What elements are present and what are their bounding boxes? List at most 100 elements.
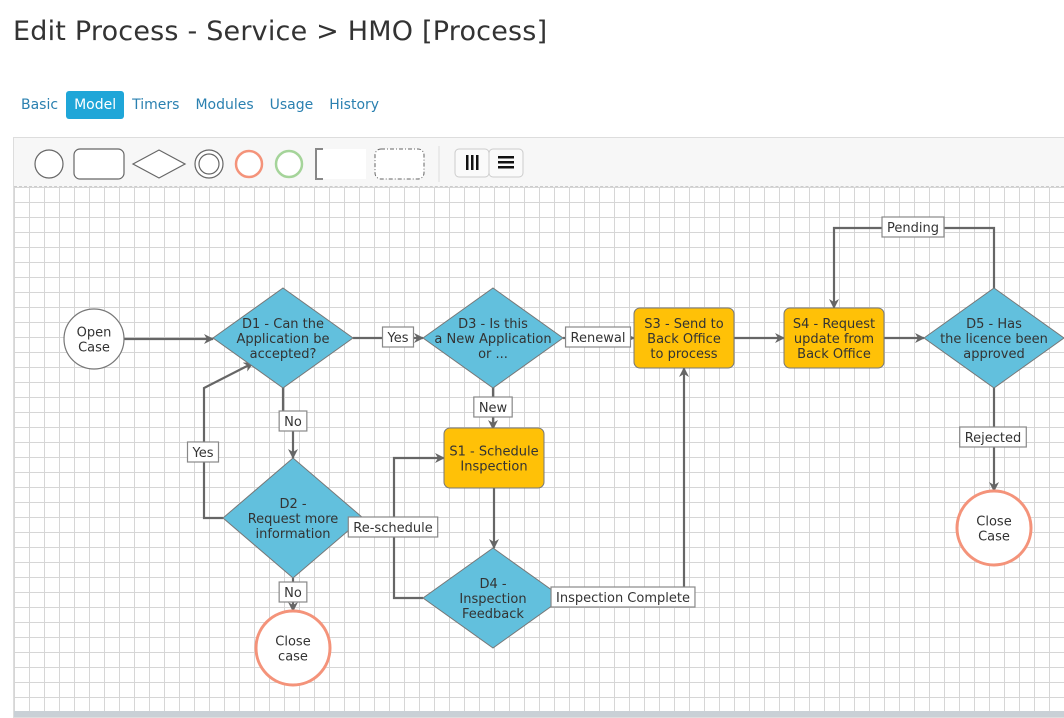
edge-label-text: Yes (387, 331, 409, 346)
tab-usage[interactable]: Usage (269, 97, 314, 113)
start-event-circle-icon[interactable] (34, 149, 64, 179)
edge-label-d5-s4[interactable]: Pending (881, 216, 945, 238)
shape-palette (14, 138, 1064, 187)
node-label-line: Inspection (460, 460, 527, 475)
horizontal-layout-icon[interactable] (488, 148, 524, 178)
edge-label-d2-close1[interactable]: No (278, 581, 308, 603)
edge-label-box (473, 396, 513, 418)
edge-label-box (881, 216, 945, 238)
node-label-line: S4 - Request (793, 317, 875, 332)
edge-label-text: Pending (887, 221, 939, 236)
node-label-line: D1 - Can the (242, 317, 324, 332)
edge-label-d5-close2[interactable]: Rejected (959, 426, 1027, 448)
edge-label-d1-d2[interactable]: No (278, 410, 308, 432)
decision-shape (212, 287, 354, 389)
group-icon[interactable] (374, 148, 425, 180)
node-label-line: case (278, 650, 308, 665)
edge-label-box (278, 581, 308, 603)
node-label-line: update from (794, 332, 874, 347)
edge-label-text: Re-schedule (353, 521, 432, 536)
start-event-shape (63, 308, 125, 370)
node-label-line: information (255, 527, 330, 542)
node-label-line: Back Office (647, 332, 721, 347)
tab-model[interactable]: Model (66, 91, 125, 119)
end-event-icon[interactable] (234, 149, 264, 179)
task-shape (443, 427, 545, 489)
edge-label-d3-s3[interactable]: Renewal (564, 326, 632, 348)
edge-label-text: Renewal (571, 331, 626, 346)
node-label-line: Case (978, 530, 1010, 545)
edge-label-box (186, 441, 220, 463)
tab-basic[interactable]: Basic (21, 97, 59, 113)
node-label-line: D3 - Is this (458, 317, 528, 332)
edge-label-box (550, 586, 696, 608)
edge-label-text: New (479, 401, 508, 416)
node-label-line: Request more (248, 512, 339, 527)
node-label-line: S1 - Schedule (449, 445, 538, 460)
tab-modules[interactable]: Modules (195, 97, 254, 113)
edge-label-box (381, 326, 415, 348)
edge-label-text: Yes (192, 446, 214, 461)
edge-d5-s4[interactable] (829, 226, 996, 309)
intermediate-event-icon[interactable] (194, 149, 224, 179)
edge-d4-s3[interactable] (563, 367, 689, 600)
node-label-line: or ... (478, 347, 508, 362)
end-event-shape (955, 489, 1033, 567)
decision-shape (923, 287, 1064, 389)
node-label-line: Feedback (462, 607, 524, 622)
task-shape (783, 307, 885, 369)
decision-shape (422, 287, 564, 389)
node-label-line: Open (77, 326, 112, 341)
node-label-line: the licence been (940, 332, 1048, 347)
edge-label-box (959, 426, 1027, 448)
edge-label-box (347, 516, 439, 538)
task-rect-icon[interactable] (73, 148, 125, 180)
edge-label-d4-s3[interactable]: Inspection Complete (550, 586, 696, 608)
node-label-line: Close (976, 515, 1011, 530)
edge-label-box (564, 326, 632, 348)
node-label-line: Inspection (459, 592, 526, 607)
edge-label-d4-s1[interactable]: Re-schedule (347, 516, 439, 538)
tab-history[interactable]: History (329, 97, 380, 113)
tab-bar: Basic Model Timers Modules Usage History (13, 91, 387, 119)
start-event-green-icon[interactable] (274, 149, 304, 179)
node-label-line: D5 - Has (966, 317, 1022, 332)
node-label-line: S3 - Send to (644, 317, 723, 332)
node-label-line: approved (963, 347, 1024, 362)
edge-label-d3-s1[interactable]: New (473, 396, 513, 418)
horizontal-scrollbar[interactable] (14, 711, 1064, 717)
node-label-line: Close (275, 635, 310, 650)
edge-label-text: No (284, 415, 302, 430)
node-label-line: Application be (236, 332, 329, 347)
gateway-diamond-icon[interactable] (131, 149, 187, 179)
node-label-line: a New Application (434, 332, 551, 347)
edge-label-box (278, 410, 308, 432)
node-label-line: D4 - (479, 577, 506, 592)
task-shape (633, 307, 735, 369)
tab-timers[interactable]: Timers (132, 97, 180, 113)
edge-label-d1-d3[interactable]: Yes (381, 326, 415, 348)
page-title: Edit Process - Service > HMO [Process] (13, 16, 548, 47)
node-label-line: Case (78, 341, 110, 356)
end-event-shape (254, 609, 332, 687)
annotation-icon[interactable] (315, 148, 366, 180)
node-label-line: to process (650, 347, 717, 362)
edge-label-text: Rejected (965, 431, 1022, 446)
edge-d2-d1[interactable] (202, 362, 254, 520)
edge-label-d2-d1[interactable]: Yes (186, 441, 220, 463)
node-label-line: Back Office (797, 347, 871, 362)
edge-label-text: Inspection Complete (556, 591, 690, 606)
